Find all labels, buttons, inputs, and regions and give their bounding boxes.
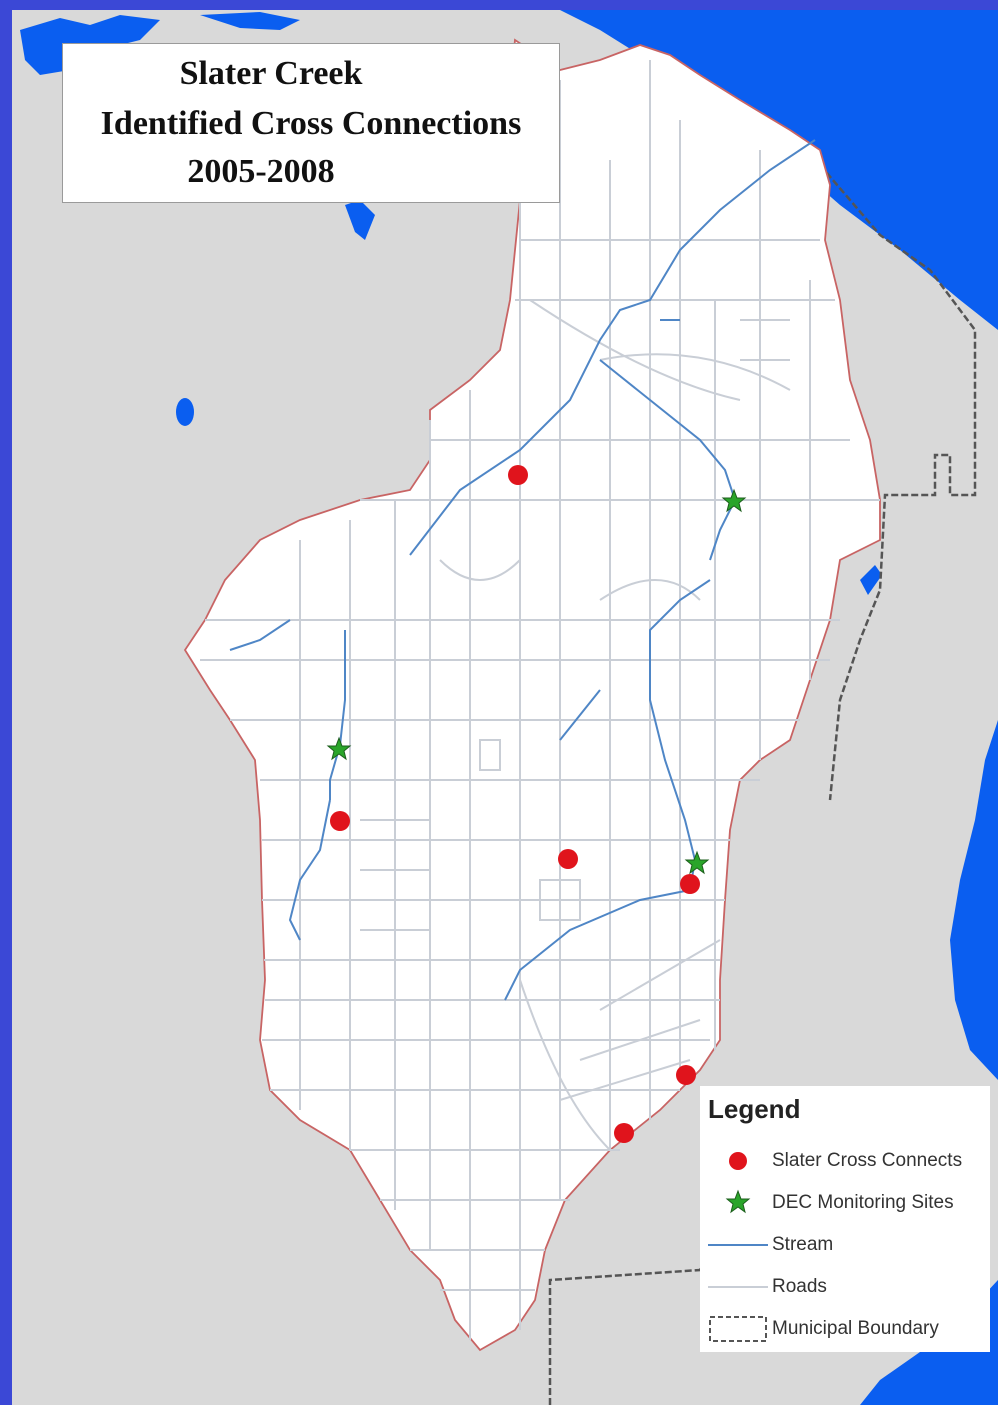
- cross-connects: [330, 465, 700, 1143]
- roads: [200, 60, 880, 1340]
- legend-title: Legend: [708, 1094, 801, 1124]
- red-circle-icon: [729, 1152, 747, 1170]
- monitoring-sites: [326, 488, 747, 875]
- legend-box: Legend Slater Cross Connects DEC Monitor…: [700, 1086, 990, 1352]
- legend-label: Slater Cross Connects: [772, 1150, 963, 1171]
- municipal-boundary-lower: [548, 1229, 722, 1405]
- legend-item-cross-connects: Slater Cross Connects: [700, 1144, 990, 1178]
- map-title-box: Slater Creek Identified Cross Connection…: [62, 43, 560, 203]
- monitoring-site-1: [721, 488, 747, 513]
- title-line-3: 2005-2008: [187, 153, 335, 190]
- creek-mark: [860, 565, 882, 595]
- map-canvas[interactable]: Slater Creek Identified Cross Connection…: [12, 10, 998, 1405]
- river-lower-right: [860, 1280, 998, 1405]
- title-line-2: Identified Cross Connections: [100, 105, 522, 142]
- cross-connect-2: [330, 811, 350, 831]
- legend-item-roads: Roads: [700, 1270, 990, 1304]
- monitoring-site-3: [684, 850, 710, 875]
- legend-item-municipal-boundary: Municipal Boundary: [700, 1312, 990, 1346]
- legend-label: Roads: [772, 1276, 827, 1297]
- gray-line-icon: [708, 1286, 768, 1288]
- legend-item-monitoring-sites: DEC Monitoring Sites: [700, 1186, 990, 1220]
- green-star-icon: [725, 1189, 751, 1214]
- municipal-boundary-line: [819, 164, 977, 801]
- watershed-area: [183, 38, 881, 1352]
- cross-connect-1: [508, 465, 528, 485]
- legend-label: Municipal Boundary: [772, 1318, 939, 1339]
- river-top-right: [560, 10, 998, 330]
- title-line-1: Slater Creek: [179, 55, 363, 92]
- pond: [176, 398, 194, 426]
- monitoring-site-2: [326, 736, 352, 761]
- river-bottom-right: [950, 720, 998, 1080]
- dashed-box-icon: [709, 1316, 767, 1342]
- map-graphic: [20, 10, 998, 1405]
- cross-connect-4: [680, 874, 700, 894]
- inlet-small: [345, 200, 375, 240]
- cross-connect-6: [614, 1123, 634, 1143]
- legend-item-stream: Stream: [700, 1228, 990, 1262]
- blue-line-icon: [708, 1244, 768, 1246]
- legend-label: DEC Monitoring Sites: [772, 1192, 954, 1213]
- streams: [229, 139, 816, 1001]
- cross-connect-5: [676, 1065, 696, 1085]
- cross-connect-3: [558, 849, 578, 869]
- inlet-top: [200, 12, 300, 30]
- legend-label: Stream: [772, 1234, 834, 1255]
